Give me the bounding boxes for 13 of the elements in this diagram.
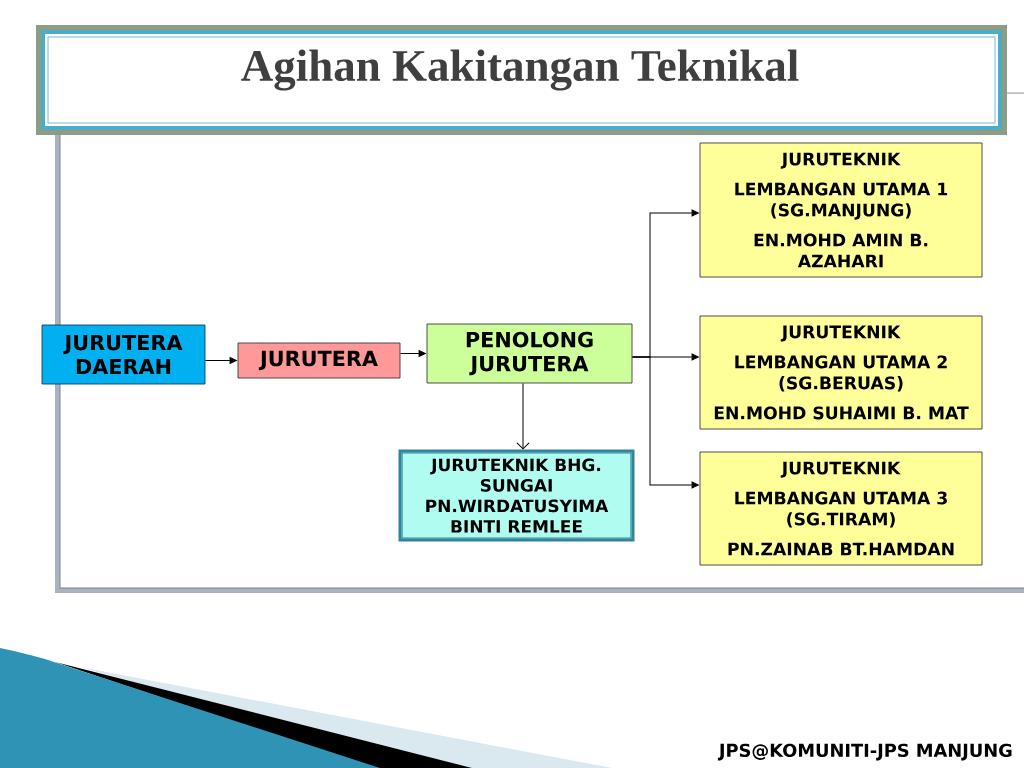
footer-text: JPS@KOMUNITI-JPS MANJUNG: [717, 743, 1012, 761]
connector-arrow: [631, 356, 699, 489]
connector-arrow: [399, 350, 426, 357]
position-box: JURUTEKNIK LEMBANGAN UTAMA 1 (SG.MANJUNG) EN.MOHD AMIN B. AZAHARI: [699, 142, 983, 278]
position-box: JURUTEKNIK LEMBANGAN UTAMA 3 (SG.TIRAM) PN.ZAINAB BT.HAMDAN: [699, 451, 983, 566]
position-box: JURUTERA DAERAH: [41, 324, 206, 385]
position-box: PENOLONG JURUTERA: [426, 323, 633, 384]
position-box: JURUTEKNIK BHG. SUNGAI PN.WIRDATUSYIMA BINTI REMLEE: [398, 449, 635, 542]
connector-arrow: [516, 382, 530, 450]
connector-arrow: [204, 357, 237, 364]
title-banner: Agihan Kakitangan Teknikal: [36, 25, 1007, 135]
position-box: JURUTERA: [237, 342, 401, 379]
position-box: JURUTEKNIK LEMBANGAN UTAMA 2 (SG.BERUAS) EN.MOHD SUHAIMI B. MAT: [699, 315, 983, 430]
